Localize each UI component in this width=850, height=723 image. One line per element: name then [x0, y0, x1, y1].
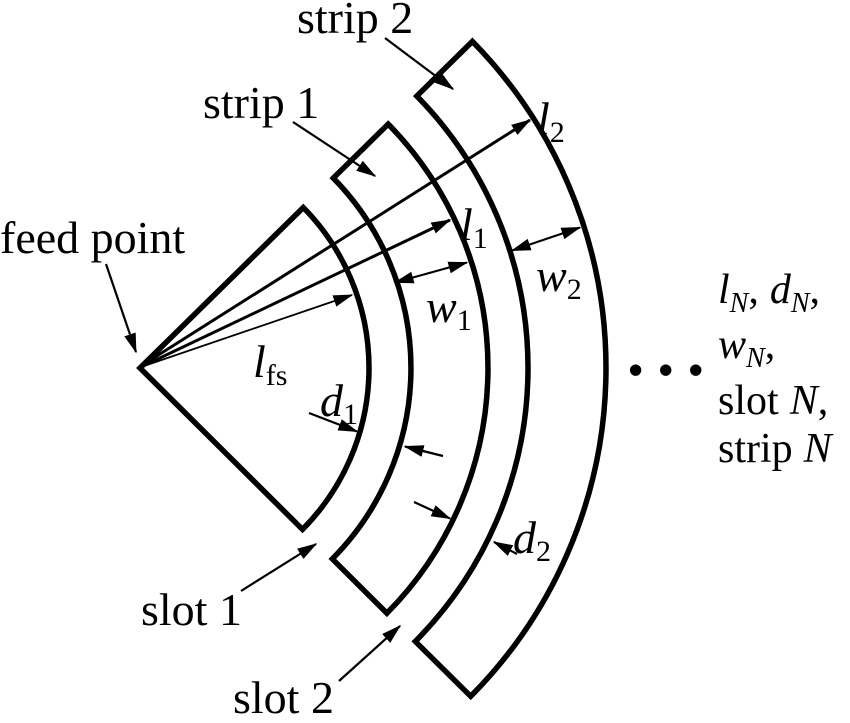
- strip-2-pointer-arrow: [384, 37, 455, 90]
- d1-label: d1: [320, 375, 358, 431]
- l1-label: l1: [460, 199, 488, 255]
- l2-arrow: [140, 118, 532, 368]
- d2-dim-arrow-outer: [413, 501, 452, 520]
- note-line-2: wN,: [718, 322, 775, 374]
- antenna-shapes: [136, 37, 609, 701]
- strip-1-shape: [328, 120, 491, 618]
- ellipsis-dots: ●●●: [629, 360, 719, 378]
- feed-point-arrow: [104, 263, 138, 354]
- strip-1-label: strip 1: [203, 77, 319, 128]
- d2-dim-arrow-inner: [492, 541, 518, 556]
- strip-2-shape: [411, 37, 609, 701]
- slot-2-label: slot 2: [233, 672, 334, 723]
- fan-sector-shape: [136, 203, 372, 534]
- w1-dim-arrow: [393, 261, 469, 284]
- feed-point-label: feed point: [0, 212, 185, 263]
- slot-2-pointer-arrow: [338, 625, 402, 682]
- l2-label: l2: [537, 93, 565, 149]
- d1-dim-arrow-outer: [308, 411, 359, 433]
- radial-dimension-arrows: [140, 118, 532, 369]
- w1-label: w1: [426, 281, 472, 337]
- w2-label: w2: [536, 250, 582, 306]
- slot-1-pointer-arrow: [240, 543, 318, 592]
- l-fs-arrow: [140, 294, 354, 368]
- d2-label: d2: [513, 512, 551, 568]
- strip-2-label: strip 2: [297, 0, 413, 43]
- l1-arrow: [140, 218, 452, 369]
- note-line-1: lN,dN,: [718, 267, 820, 319]
- width-dimension-arrows: [308, 226, 582, 556]
- label-pointer-arrows: [104, 37, 455, 682]
- w2-dim-arrow: [510, 226, 582, 252]
- math-labels: lfs l1 l2 w1 w2 d1 d2: [253, 93, 582, 568]
- word-labels: feed point strip 1 strip 2 slot 1 slot 2: [0, 0, 413, 723]
- slot-1-label: slot 1: [141, 584, 242, 635]
- strip-1-pointer-arrow: [292, 121, 377, 177]
- l-fs-label: lfs: [253, 336, 287, 392]
- d1-dim-arrow-inner: [403, 445, 444, 458]
